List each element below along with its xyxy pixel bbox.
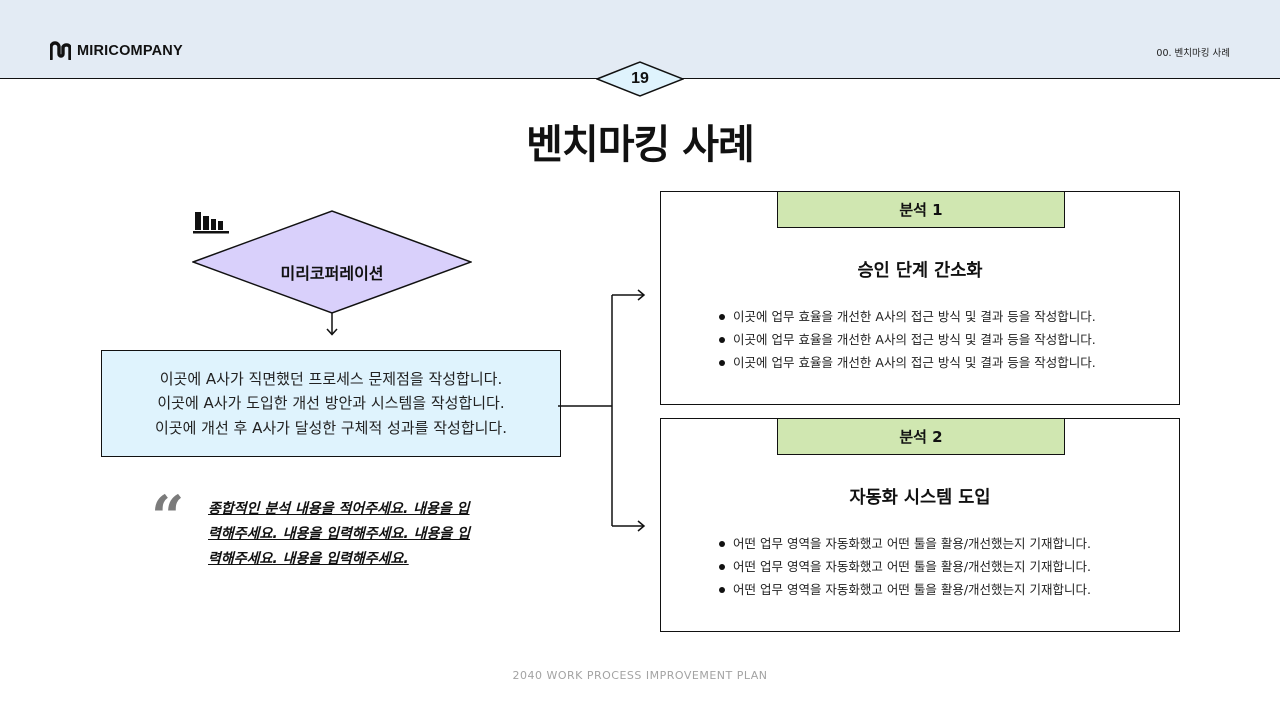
bullet-item: 어떤 업무 영역을 자동화했고 어떤 툴을 활용/개선했는지 기재합니다. (717, 555, 1091, 578)
building-icon (193, 212, 229, 234)
summary-quote: 종합적인 분석 내용을 적어주세요. 내용을 입력해주세요. 내용을 입력해주세… (208, 501, 470, 567)
page-badge-shape (596, 61, 684, 97)
analysis-title: 승인 단계 간소화 (857, 261, 983, 281)
section-label: 00. 벤치마킹 사례 (1156, 48, 1230, 59)
brand-name: MIRICOMPANY (77, 42, 183, 59)
page-number-badge: 19 (596, 61, 684, 97)
company-diamond-shape (192, 210, 472, 314)
footer-text: 2040 WORK PROCESS IMPROVEMENT PLAN (512, 669, 768, 682)
problem-line: 이곳에 A사가 직면했던 프로세스 문제점을 작성합니다. (159, 369, 503, 388)
branch-connector (558, 289, 646, 532)
bullet-item: 이곳에 업무 효율을 개선한 A사의 접근 방식 및 결과 등을 작성합니다. (717, 351, 1096, 374)
bullet-item: 이곳에 업무 효율을 개선한 A사의 접근 방식 및 결과 등을 작성합니다. (717, 305, 1096, 328)
company-name: 미리코퍼레이션 (280, 264, 384, 283)
result-line: 이곳에 개선 후 A사가 달성한 구체적 성과를 작성합니다. (154, 418, 507, 437)
bullet-item: 어떤 업무 영역을 자동화했고 어떤 툴을 활용/개선했는지 기재합니다. (717, 578, 1091, 601)
miricompany-logo-icon (50, 41, 71, 60)
down-arrow-icon (326, 313, 338, 336)
quote-icon: “ (151, 483, 185, 551)
analysis-bullet-list: 어떤 업무 영역을 자동화했고 어떤 툴을 활용/개선했는지 기재합니다. 어떤… (717, 532, 1091, 601)
solution-line: 이곳에 A사가 도입한 개선 방안과 시스템을 작성합니다. (157, 394, 505, 413)
analysis-bullet-list: 이곳에 업무 효율을 개선한 A사의 접근 방식 및 결과 등을 작성합니다. … (717, 305, 1096, 374)
problem-summary-box: 이곳에 A사가 직면했던 프로세스 문제점을 작성합니다. 이곳에 A사가 도입… (101, 350, 561, 457)
bullet-item: 이곳에 업무 효율을 개선한 A사의 접근 방식 및 결과 등을 작성합니다. (717, 328, 1096, 351)
page-number: 19 (631, 70, 649, 87)
company-diamond: 미리코퍼레이션 (192, 210, 472, 314)
brand-logo[interactable]: MIRICOMPANY (50, 41, 183, 60)
analysis-title: 자동화 시스템 도입 (849, 488, 991, 508)
page-title: 벤치마킹 사례 (526, 122, 755, 168)
analysis-card-1: 분석 1 승인 단계 간소화 이곳에 업무 효율을 개선한 A사의 접근 방식 … (660, 191, 1180, 405)
analysis-card-2: 분석 2 자동화 시스템 도입 어떤 업무 영역을 자동화했고 어떤 툴을 활용… (660, 418, 1180, 632)
analysis-tag: 분석 2 (777, 418, 1065, 455)
bullet-item: 어떤 업무 영역을 자동화했고 어떤 툴을 활용/개선했는지 기재합니다. (717, 532, 1091, 555)
analysis-tag: 분석 1 (777, 191, 1065, 228)
